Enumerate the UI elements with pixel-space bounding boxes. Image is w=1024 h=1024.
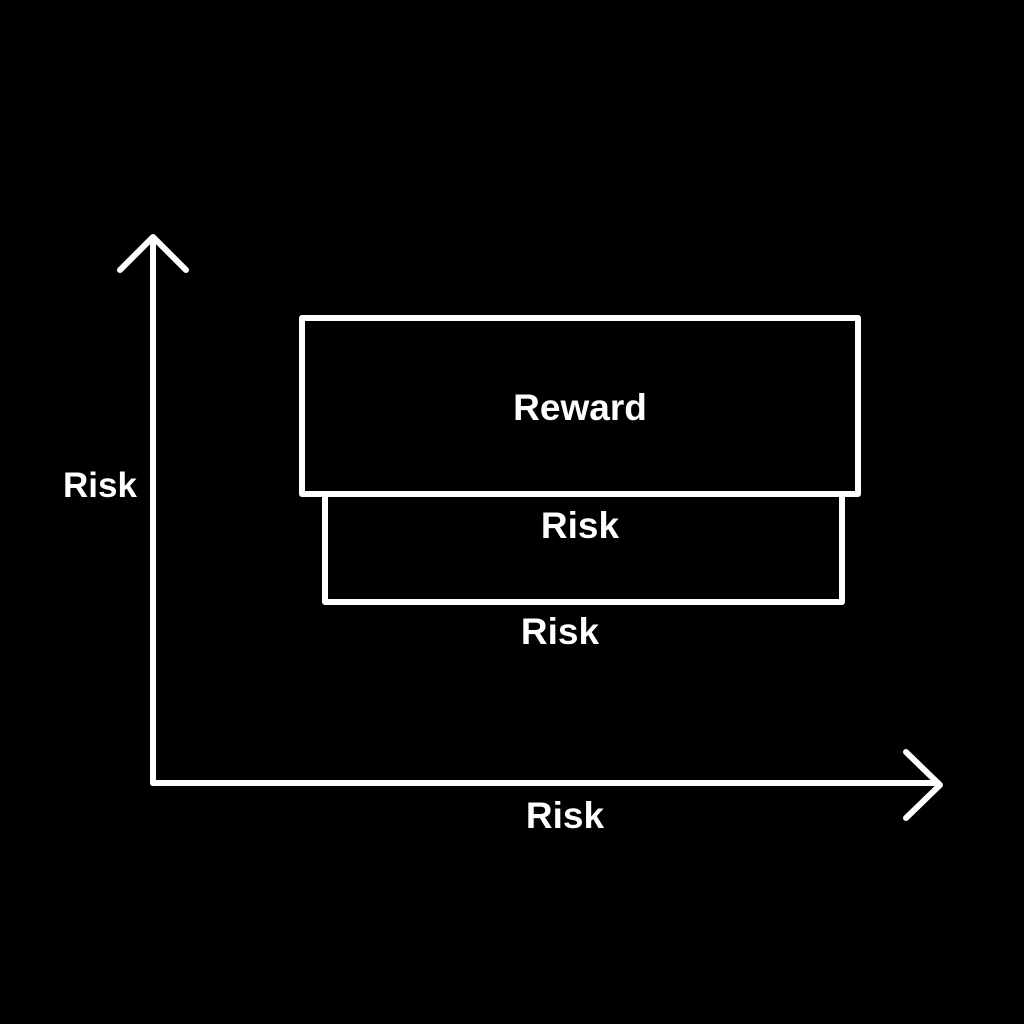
x-axis-arrowhead [903,749,943,821]
reward-box [299,315,861,497]
x-axis-label: Risk [526,795,605,836]
reward-box-label: Reward [513,387,647,428]
below-box-label: Risk [521,611,600,652]
y-axis-arrowhead [117,234,189,273]
risk-box-label: Risk [541,505,620,546]
y-axis-label: Risk [63,466,137,505]
